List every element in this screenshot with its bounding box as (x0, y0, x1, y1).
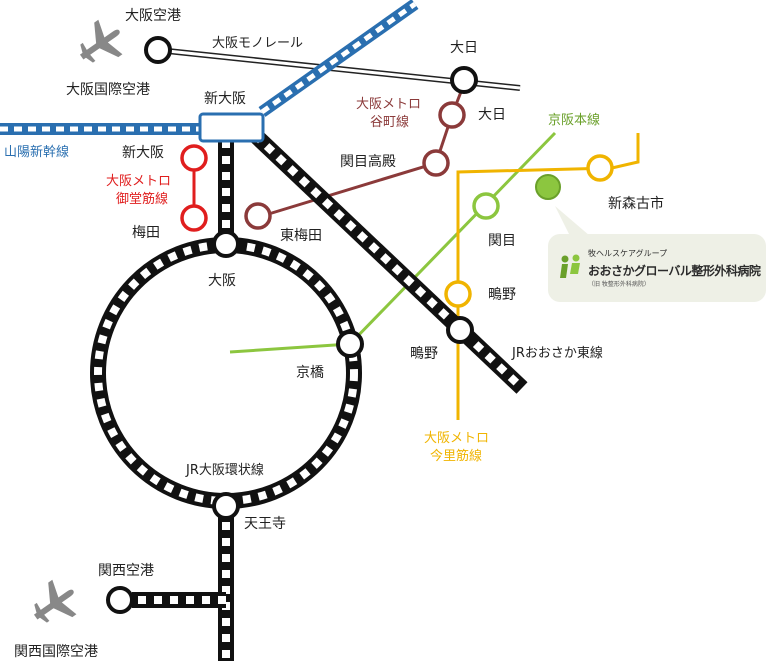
shin-osaka-metro-station (180, 144, 208, 172)
higashi-umeda-station (244, 202, 272, 230)
label-kansai-airport: 関西空港 (98, 563, 154, 579)
legend-note: （旧 牧整形外科病院） (588, 281, 650, 288)
label-umeda: 梅田 (132, 225, 160, 241)
label-shigino: 鴫野 (410, 346, 438, 362)
hospital-legend (548, 234, 766, 302)
jr-kansai-airport-line (132, 506, 234, 661)
label-osaka-intl-airport: 大阪国際空港 (66, 82, 150, 98)
label-osaka-airport: 大阪空港 (125, 8, 181, 24)
sekime-station (472, 192, 500, 220)
label-keihan: 京阪本線 (548, 112, 600, 128)
kansai-airport-station (106, 586, 134, 614)
label-tanimachi-l1: 大阪メトロ (356, 97, 421, 112)
label-higashi-umeda: 東梅田 (280, 228, 322, 244)
airplane-icon (79, 19, 123, 63)
dainichi-monorail-station (450, 66, 478, 94)
tennoji-station (212, 492, 240, 520)
label-shigino-yellow: 鴫野 (488, 287, 516, 303)
hospital-marker (535, 174, 561, 200)
label-dainichi-top: 大日 (450, 40, 478, 56)
umeda-station (180, 204, 208, 232)
hospital-logo-icon (560, 254, 580, 278)
shinkansen-line (0, 0, 419, 135)
legend-pointer (555, 206, 590, 236)
label-tennoji: 天王寺 (244, 516, 286, 532)
label-kyobashi: 京橋 (296, 365, 324, 381)
legend-group-name: 牧ヘルスケアグループ (588, 249, 668, 258)
label-dainichi-metro: 大日 (478, 107, 506, 123)
label-tanimachi-l2: 谷町線 (370, 114, 409, 130)
keihan-line (229, 131, 557, 354)
label-shinmorifuruichi: 新森古市 (608, 195, 664, 212)
airplane-icon (33, 579, 77, 623)
osaka-airport-station (144, 36, 172, 64)
shigino-yellow-station (444, 280, 472, 308)
label-loop: JR大阪環状線 (185, 462, 264, 478)
legend-hospital-name: おおさかグローバル整形外科病院 (588, 264, 761, 278)
label-kansai-intl-airport: 関西国際空港 (14, 644, 98, 660)
sekime-takadono-station (422, 149, 450, 177)
label-imazatosuji-l2: 今里筋線 (430, 448, 482, 464)
kyobashi-station (336, 330, 364, 358)
jr-osaka-higashi-line (249, 129, 528, 394)
label-shinkansen: 山陽新幹線 (4, 144, 69, 160)
label-osaka-higashi: JRおおさか東線 (511, 345, 603, 361)
label-sekime-takadono: 関目高殿 (340, 153, 396, 170)
label-monorail: 大阪モノレール (212, 36, 303, 51)
shinmorifuruichi-station (586, 154, 614, 182)
osaka-station (212, 230, 240, 258)
label-shin-osaka-metro: 新大阪 (122, 145, 164, 161)
shigino-station (446, 316, 474, 344)
label-osaka: 大阪 (208, 273, 236, 289)
label-midosuji-l2: 御堂筋線 (116, 191, 168, 207)
dainichi-metro-station (438, 101, 466, 129)
label-shin-osaka: 新大阪 (204, 91, 246, 107)
shin-osaka-station-box (198, 112, 265, 143)
label-sekime: 関目 (488, 233, 516, 249)
label-midosuji-l1: 大阪メトロ (106, 174, 171, 189)
tanimachi-line (261, 83, 466, 218)
label-imazatosuji-l1: 大阪メトロ (424, 431, 489, 446)
